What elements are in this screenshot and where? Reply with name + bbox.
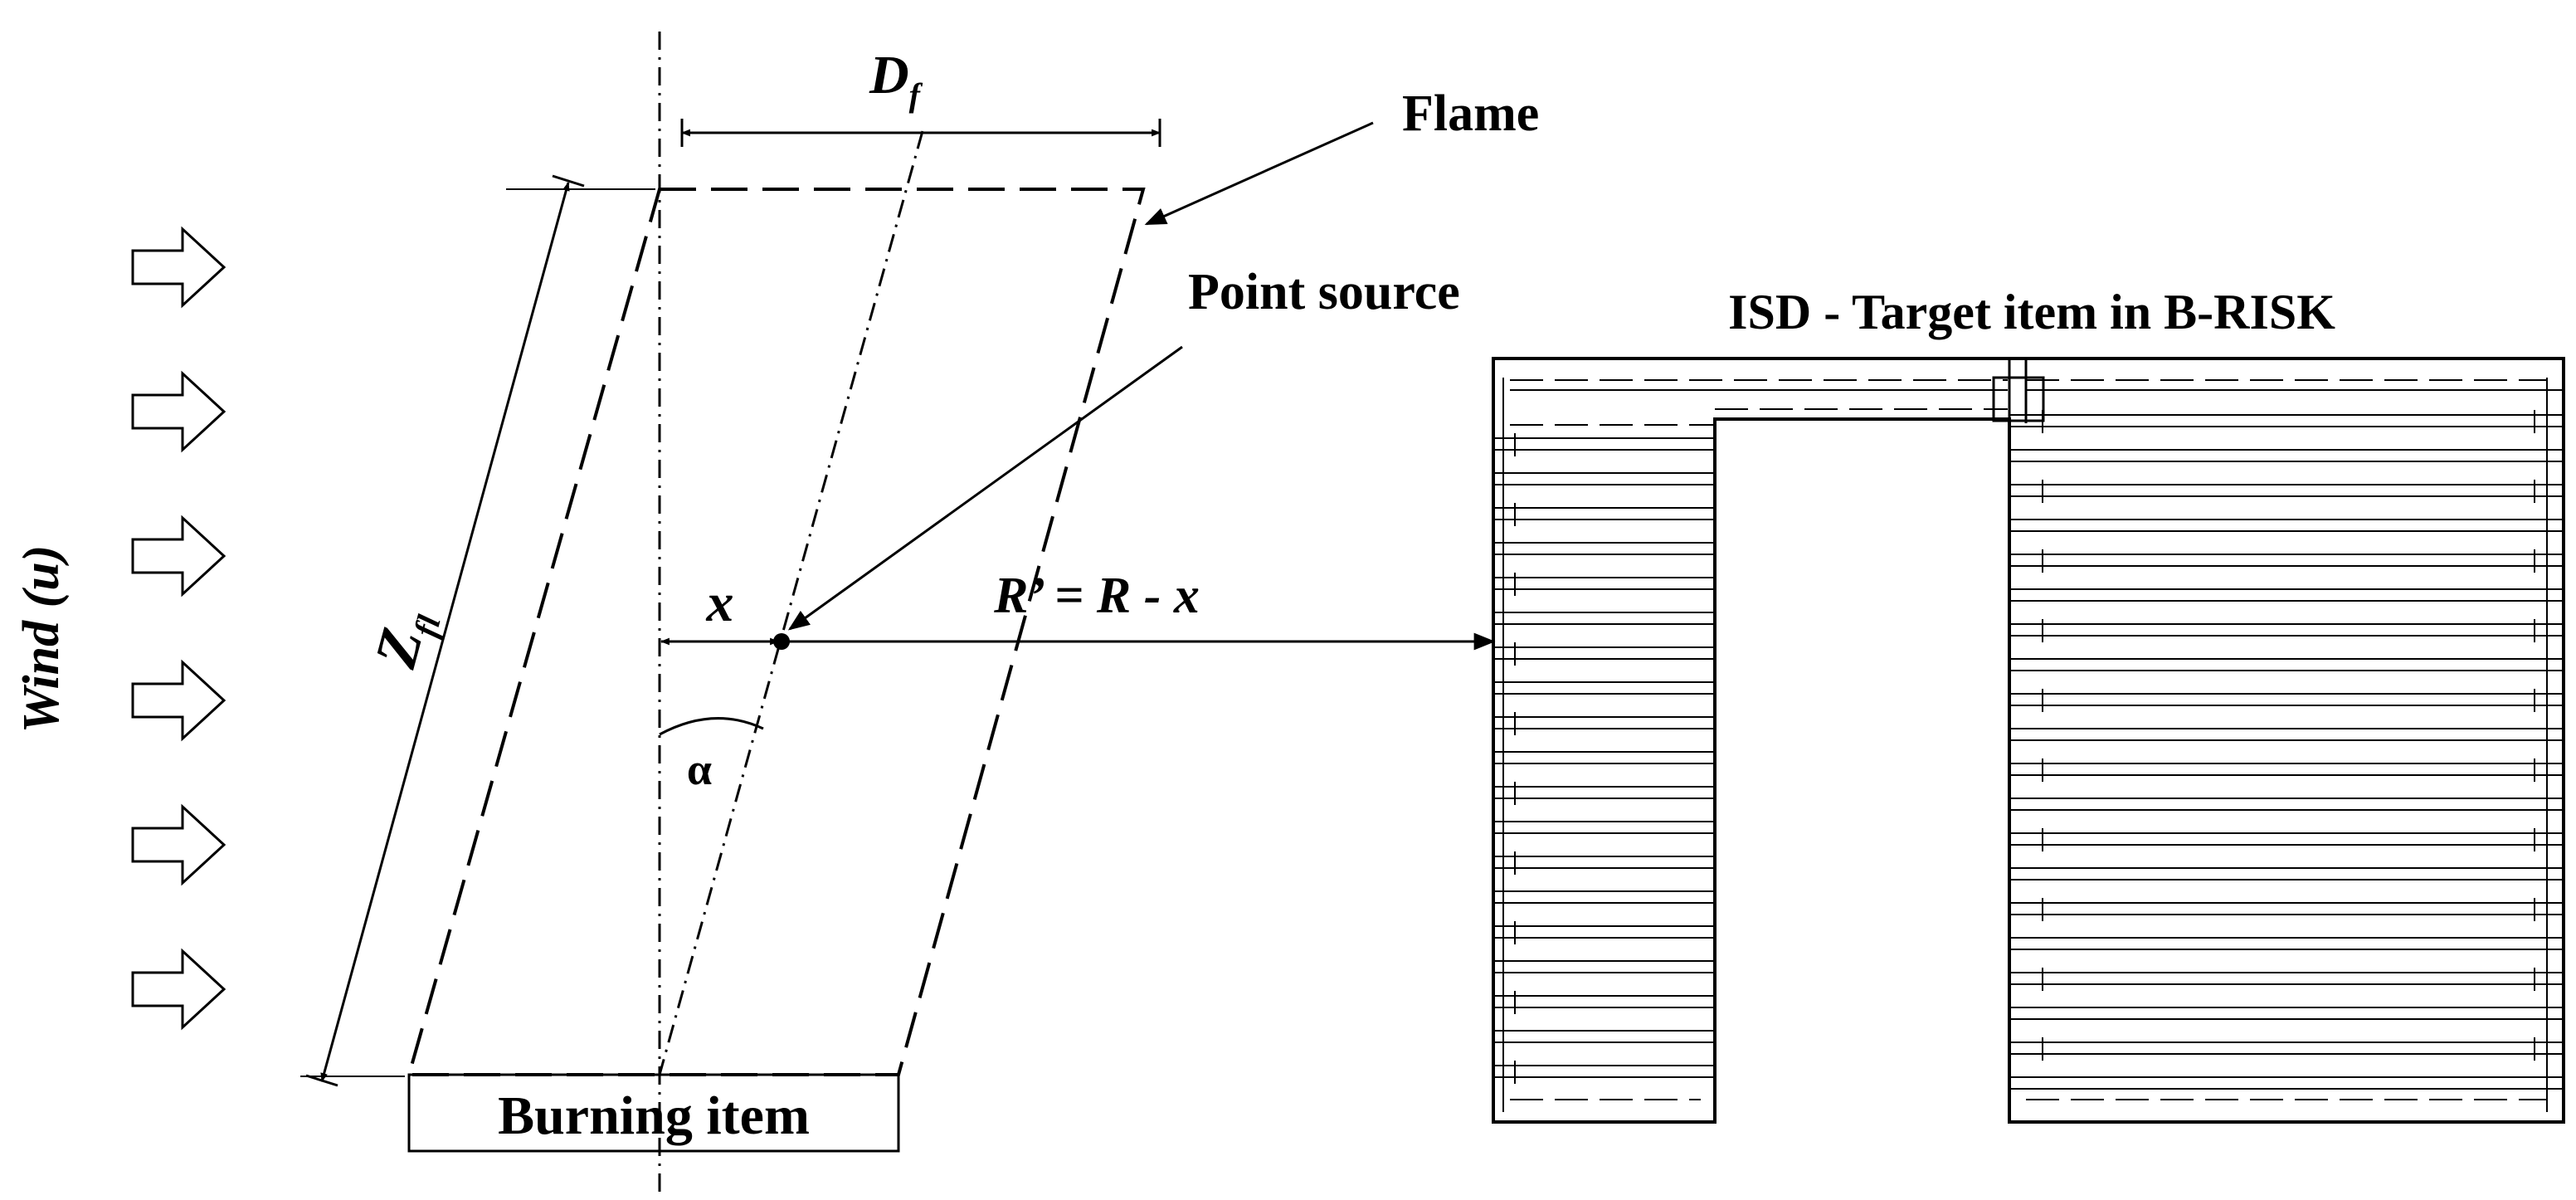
target-item-slats bbox=[1493, 378, 2564, 1112]
flame-length-tick-top bbox=[552, 174, 585, 188]
flame-pointer bbox=[1144, 121, 1374, 226]
tilt-angle-label: α bbox=[687, 744, 712, 794]
flame-length-tick-bottom bbox=[305, 1074, 338, 1087]
point-source-pointer bbox=[787, 345, 1183, 631]
burning-item-label: Burning item bbox=[498, 1085, 810, 1146]
flame-outline bbox=[407, 188, 1146, 1076]
hollow-right-arrow-icon bbox=[131, 803, 226, 886]
point-source-label: Point source bbox=[1188, 264, 1460, 320]
hollow-right-arrow-icon bbox=[131, 370, 226, 453]
flame-diameter-symbol: D bbox=[869, 45, 909, 105]
flame-length-dimension bbox=[320, 181, 570, 1083]
hollow-right-arrow-icon bbox=[131, 948, 226, 1031]
flame-centerline bbox=[658, 130, 924, 1076]
wind-label: Wind (u) bbox=[13, 545, 70, 734]
distance-label: R’ = R - x bbox=[993, 568, 1200, 624]
point-source-dot bbox=[773, 633, 790, 650]
target-item-junction bbox=[1992, 376, 2045, 422]
wind-arrows bbox=[131, 226, 226, 1031]
target-item-title: ISD - Target item in B-RISK bbox=[1728, 285, 2335, 339]
flame-diameter-label: Df bbox=[869, 45, 923, 114]
hollow-right-arrow-icon bbox=[131, 659, 226, 742]
flame-diameter-subscript: f bbox=[909, 76, 923, 114]
burning-item-box bbox=[407, 1073, 900, 1153]
tilt-angle-arc bbox=[659, 717, 764, 736]
hollow-right-arrow-icon bbox=[131, 515, 226, 598]
offset-label: x bbox=[706, 573, 734, 633]
hollow-right-arrow-icon bbox=[131, 226, 226, 309]
target-item bbox=[1492, 357, 2565, 1124]
flame-label: Flame bbox=[1402, 85, 1539, 142]
